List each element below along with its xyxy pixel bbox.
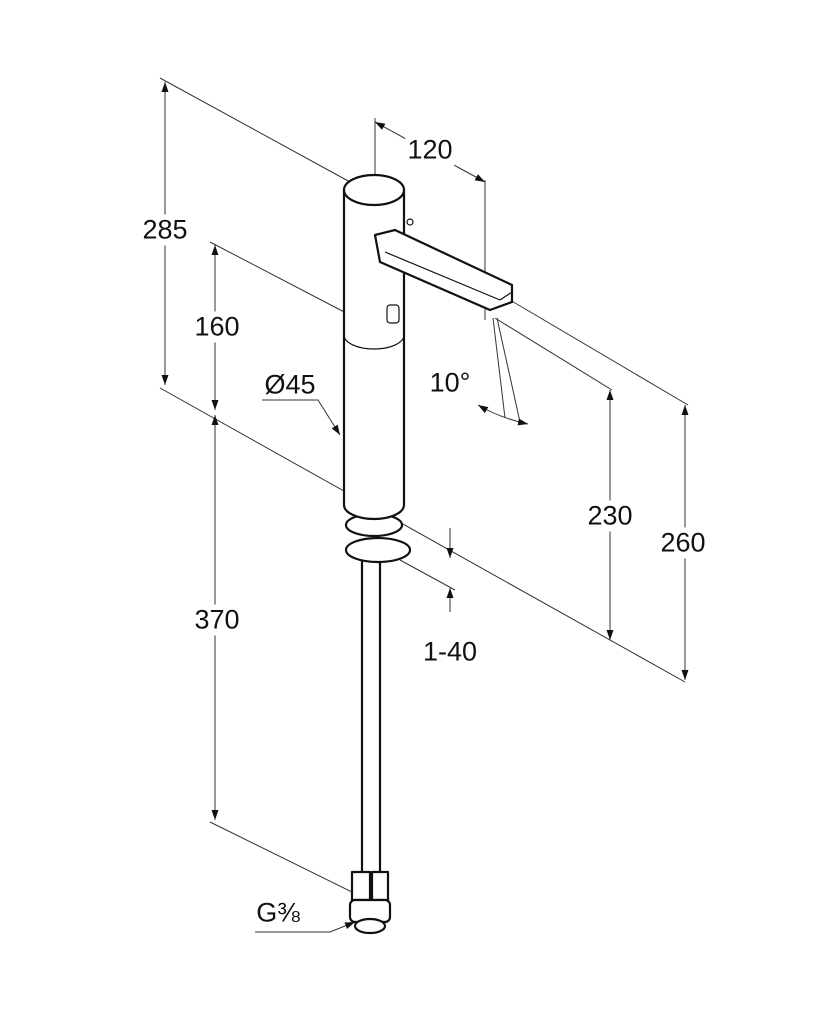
dimension-label-285: 285 <box>140 214 190 246</box>
diameter-label: Ø45 <box>264 369 316 400</box>
dimension-label-230: 230 <box>585 500 635 532</box>
dimension-label-260: 260 <box>658 527 708 559</box>
faucet <box>342 173 514 935</box>
extension-lines <box>159 77 689 896</box>
dimension-label-160: 160 <box>192 311 242 343</box>
thread-label: G⅜ <box>256 897 300 928</box>
angle-label: 10° <box>429 367 471 398</box>
dimension-label-370: 370 <box>192 604 242 636</box>
dimension-label-120: 120 <box>405 134 455 166</box>
deck-thickness-label: 1-40 <box>420 636 480 668</box>
